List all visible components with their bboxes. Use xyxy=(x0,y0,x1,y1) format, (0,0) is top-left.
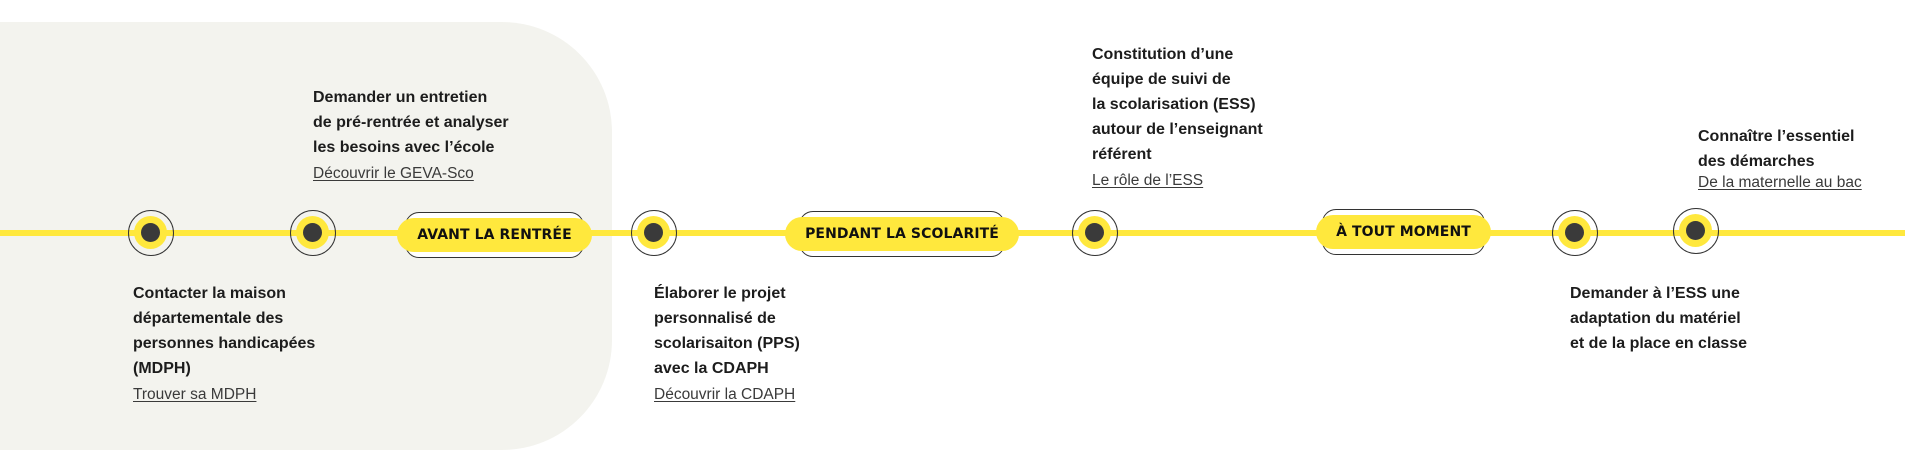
step-text: Demander à l’ESS une adaptation du matér… xyxy=(1570,285,1747,352)
timeline-node-ess xyxy=(1072,210,1118,256)
phase-label: AVANT LA RENTRÉE xyxy=(397,218,592,252)
step-ess: Constitution d’une équipe de suivi de la… xyxy=(1092,42,1263,190)
step-entretien: Demander un entretien de pré-rentrée et … xyxy=(313,85,509,183)
geva-sco-link[interactable]: Découvrir le GEVA-Sco xyxy=(313,165,474,182)
phase-avant-la-rentree: AVANT LA RENTRÉE xyxy=(397,212,592,258)
timeline-node-pps xyxy=(631,210,677,256)
step-essentiel: Connaître l’essentiel des démarches De l… xyxy=(1698,124,1862,192)
step-text: Élaborer le projet personnalisé de scola… xyxy=(654,285,800,377)
step-text: Demander un entretien de pré-rentrée et … xyxy=(313,89,509,156)
step-adaptation: Demander à l’ESS une adaptation du matér… xyxy=(1570,281,1747,356)
phase-label: PENDANT LA SCOLARITÉ xyxy=(785,217,1019,251)
phase-a-tout-moment: À TOUT MOMENT xyxy=(1316,209,1491,255)
timeline-node-mdph xyxy=(128,210,174,256)
step-text: Connaître l’essentiel des démarches xyxy=(1698,128,1855,170)
step-pps: Élaborer le projet personnalisé de scola… xyxy=(654,281,800,404)
timeline-node-adaptation xyxy=(1552,210,1598,256)
step-text: Constitution d’une équipe de suivi de la… xyxy=(1092,46,1263,163)
role-ess-link[interactable]: Le rôle de l’ESS xyxy=(1092,172,1204,189)
timeline-node-essentiel xyxy=(1673,208,1719,254)
step-mdph: Contacter la maison départementale des p… xyxy=(133,281,315,404)
step-text: Contacter la maison départementale des p… xyxy=(133,285,316,377)
timeline-node-entretien xyxy=(290,210,336,256)
cdaph-link[interactable]: Découvrir la CDAPH xyxy=(654,386,796,403)
trouver-mdph-link[interactable]: Trouver sa MDPH xyxy=(133,386,257,403)
phase-pendant-la-scolarite: PENDANT LA SCOLARITÉ xyxy=(785,211,1019,257)
maternelle-bac-link[interactable]: De la maternelle au bac xyxy=(1698,174,1862,191)
phase-label: À TOUT MOMENT xyxy=(1316,215,1491,249)
